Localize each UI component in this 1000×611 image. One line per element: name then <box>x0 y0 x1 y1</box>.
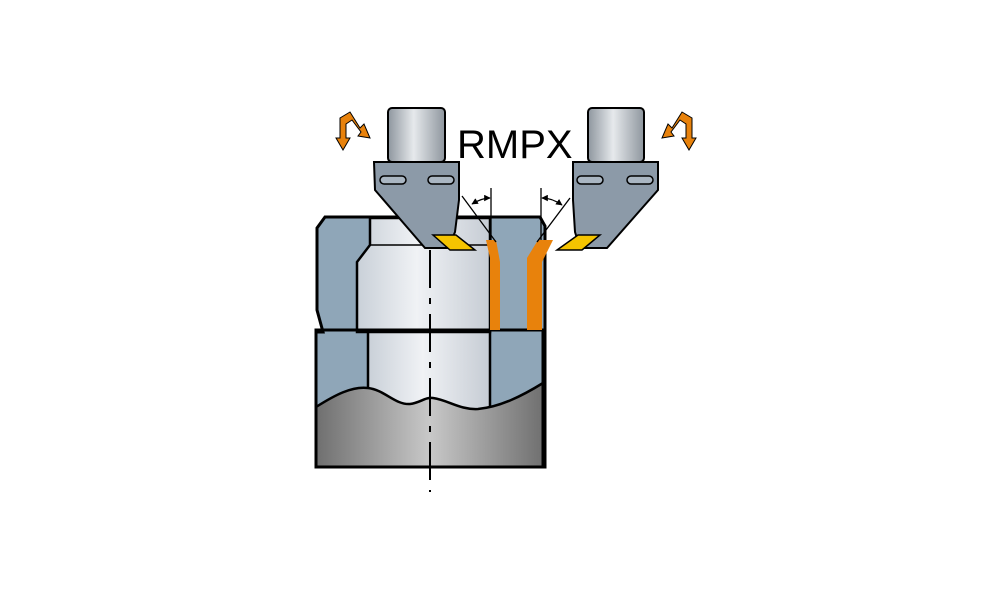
right-feed-arrow-icon <box>661 111 697 151</box>
section-cut <box>314 380 545 469</box>
left-tool-shank <box>387 107 446 163</box>
tool-label: RMPX <box>457 123 573 167</box>
angle-indicators <box>461 188 571 243</box>
chip-inner <box>486 240 500 330</box>
left-tool <box>372 107 478 251</box>
workpiece <box>314 215 553 469</box>
left-insert <box>431 234 478 251</box>
left-feed-arrow-icon <box>335 111 371 151</box>
right-insert <box>554 234 603 251</box>
chip-outer <box>527 240 553 330</box>
right-tool <box>554 107 659 251</box>
right-tool-shank <box>587 107 645 163</box>
